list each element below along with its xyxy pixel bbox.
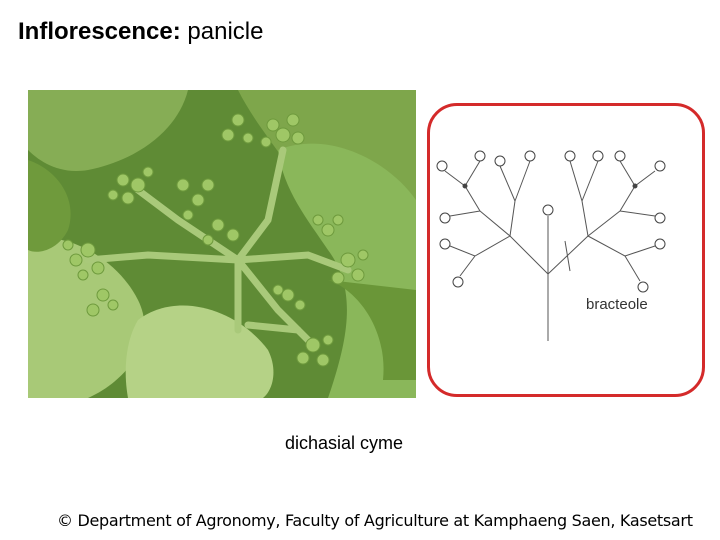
inflorescence-diagram-frame: bracteole: [427, 103, 705, 397]
diagram-label-bracteole: bracteole: [586, 296, 648, 313]
title-label: Inflorescence:: [18, 18, 181, 45]
dichasial-cyme-diagram: bracteole: [436, 150, 666, 341]
flower-cluster-photo: [28, 90, 416, 398]
diagram-caption: dichasial cyme: [285, 433, 404, 453]
copyright-footer: © Department of Agronomy, Faculty of Agr…: [57, 511, 693, 530]
title-value: panicle: [187, 18, 264, 45]
photo-illustration: [28, 90, 416, 398]
slide-title: Inflorescence: panicle: [18, 16, 263, 48]
